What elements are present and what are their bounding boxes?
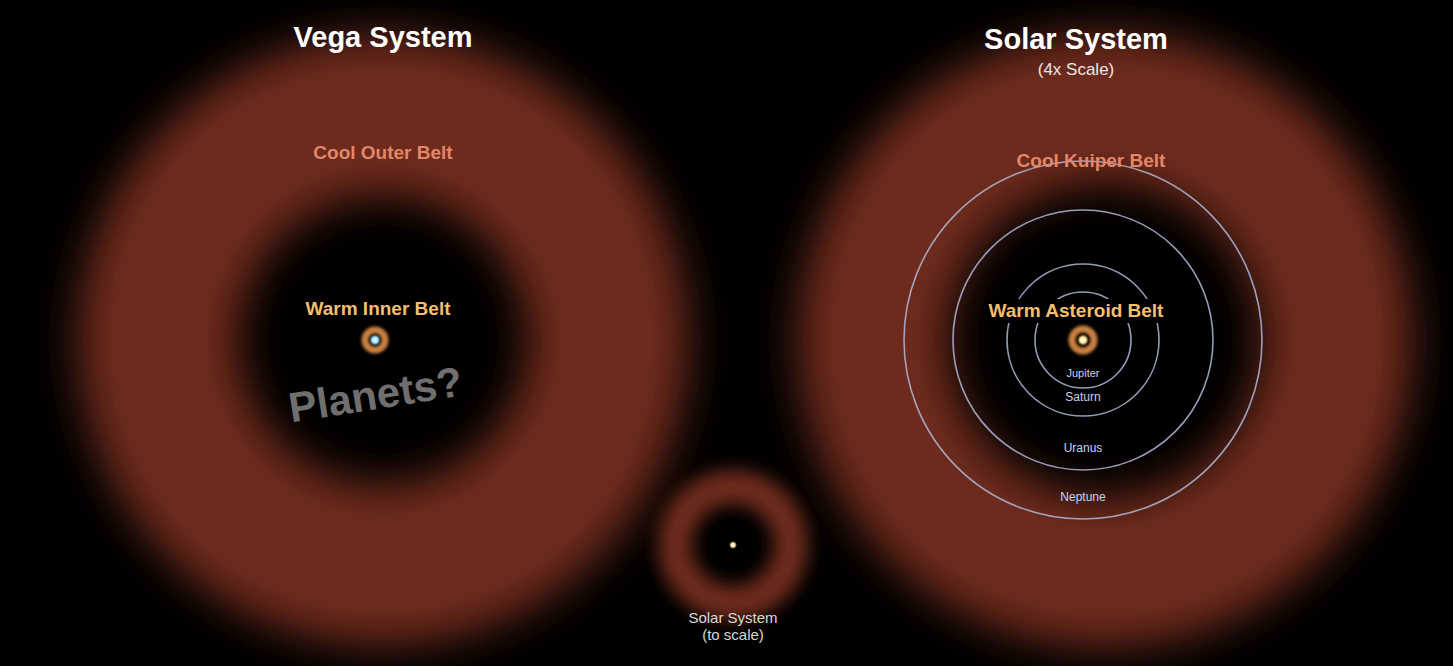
planets-question: Planets? bbox=[286, 357, 466, 432]
to-scale-sun bbox=[729, 541, 737, 549]
panel-title: Vega System bbox=[294, 21, 473, 54]
vega-star bbox=[369, 334, 381, 346]
warm-asteroid-belt bbox=[1072, 329, 1094, 351]
panel-title: Solar System bbox=[984, 23, 1168, 56]
neptune-orbit bbox=[904, 161, 1262, 519]
belt-label: Cool Kuiper Belt bbox=[1017, 150, 1166, 172]
belt-label: Warm Inner Belt bbox=[306, 298, 451, 320]
belt-label: Warm Asteroid Belt bbox=[985, 299, 1168, 323]
belt-label: Cool Outer Belt bbox=[313, 142, 452, 164]
cool-outer-belt bbox=[158, 115, 608, 565]
uranus-orbit bbox=[953, 210, 1213, 470]
kuiper-belt bbox=[873, 108, 1337, 572]
sun-star bbox=[1077, 334, 1089, 346]
saturn-orbit bbox=[1007, 264, 1159, 416]
scale-note: (4x Scale) bbox=[1038, 60, 1115, 80]
planet-name: Saturn bbox=[1065, 391, 1100, 405]
to-scale-kuiper-belt bbox=[675, 487, 791, 603]
planet-name: Uranus bbox=[1064, 442, 1103, 456]
planet-name: Neptune bbox=[1060, 491, 1105, 505]
planet-name: Jupiter bbox=[1066, 367, 1099, 380]
warm-inner-belt bbox=[365, 330, 385, 350]
scale-caption: Solar System (to scale) bbox=[678, 609, 788, 644]
